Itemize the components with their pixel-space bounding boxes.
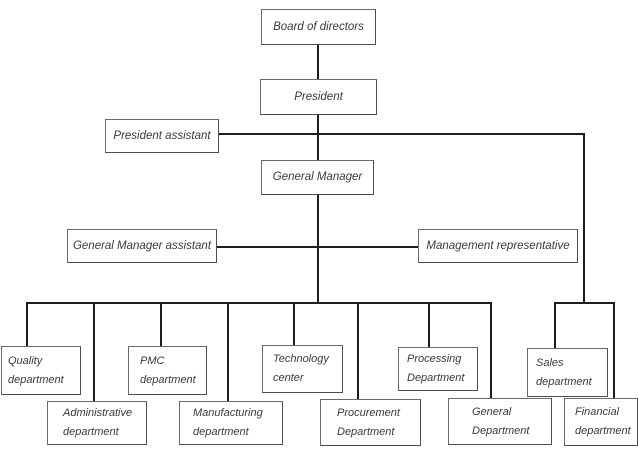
connector-drop-financial (613, 302, 615, 398)
connector-drop-general-department (490, 302, 492, 398)
node-manufacturing-department: Manufacturing department (179, 401, 283, 445)
node-president: President (260, 79, 377, 115)
connector-president-assistant-branch (218, 133, 584, 135)
connector-drop-sales (554, 302, 556, 348)
node-pmc-department: PMC department (128, 346, 207, 395)
node-president-assistant: President assistant (105, 119, 219, 153)
node-board-of-directors: Board of directors (261, 9, 376, 45)
connector-general-manager-down (317, 195, 319, 303)
node-administrative-department: Administrative department (47, 401, 147, 445)
node-general-manager: General Manager (261, 160, 374, 195)
connector-drop-pmc (160, 302, 162, 346)
node-processing-department: Processing Department (398, 347, 478, 391)
node-procurement-department: Procurement Department (320, 399, 421, 446)
node-sales-department: Sales department (527, 348, 608, 397)
connector-drop-manufacturing (227, 302, 229, 401)
connector-drop-quality (26, 302, 28, 347)
connector-drop-administrative (93, 302, 95, 401)
node-general-department: General Department (448, 398, 552, 445)
connector-drop-processing (428, 302, 430, 347)
node-quality-department: Quality department (1, 346, 81, 395)
node-general-manager-assistant: General Manager assistant (67, 229, 217, 263)
node-technology-center: Technology center (262, 345, 343, 393)
connector-drop-procurement (357, 302, 359, 399)
connector-president-general-manager (317, 115, 319, 161)
node-financial-department: Financial department (564, 398, 638, 446)
connector-right-vertical (583, 133, 585, 303)
connector-drop-technology (293, 302, 295, 345)
connector-gm-assistant-management-representative (217, 246, 418, 248)
connector-board-president (317, 45, 319, 79)
connector-sales-financial-branch (554, 302, 615, 304)
node-management-representative: Management representative (418, 229, 578, 263)
connector-departments-main (26, 302, 491, 304)
